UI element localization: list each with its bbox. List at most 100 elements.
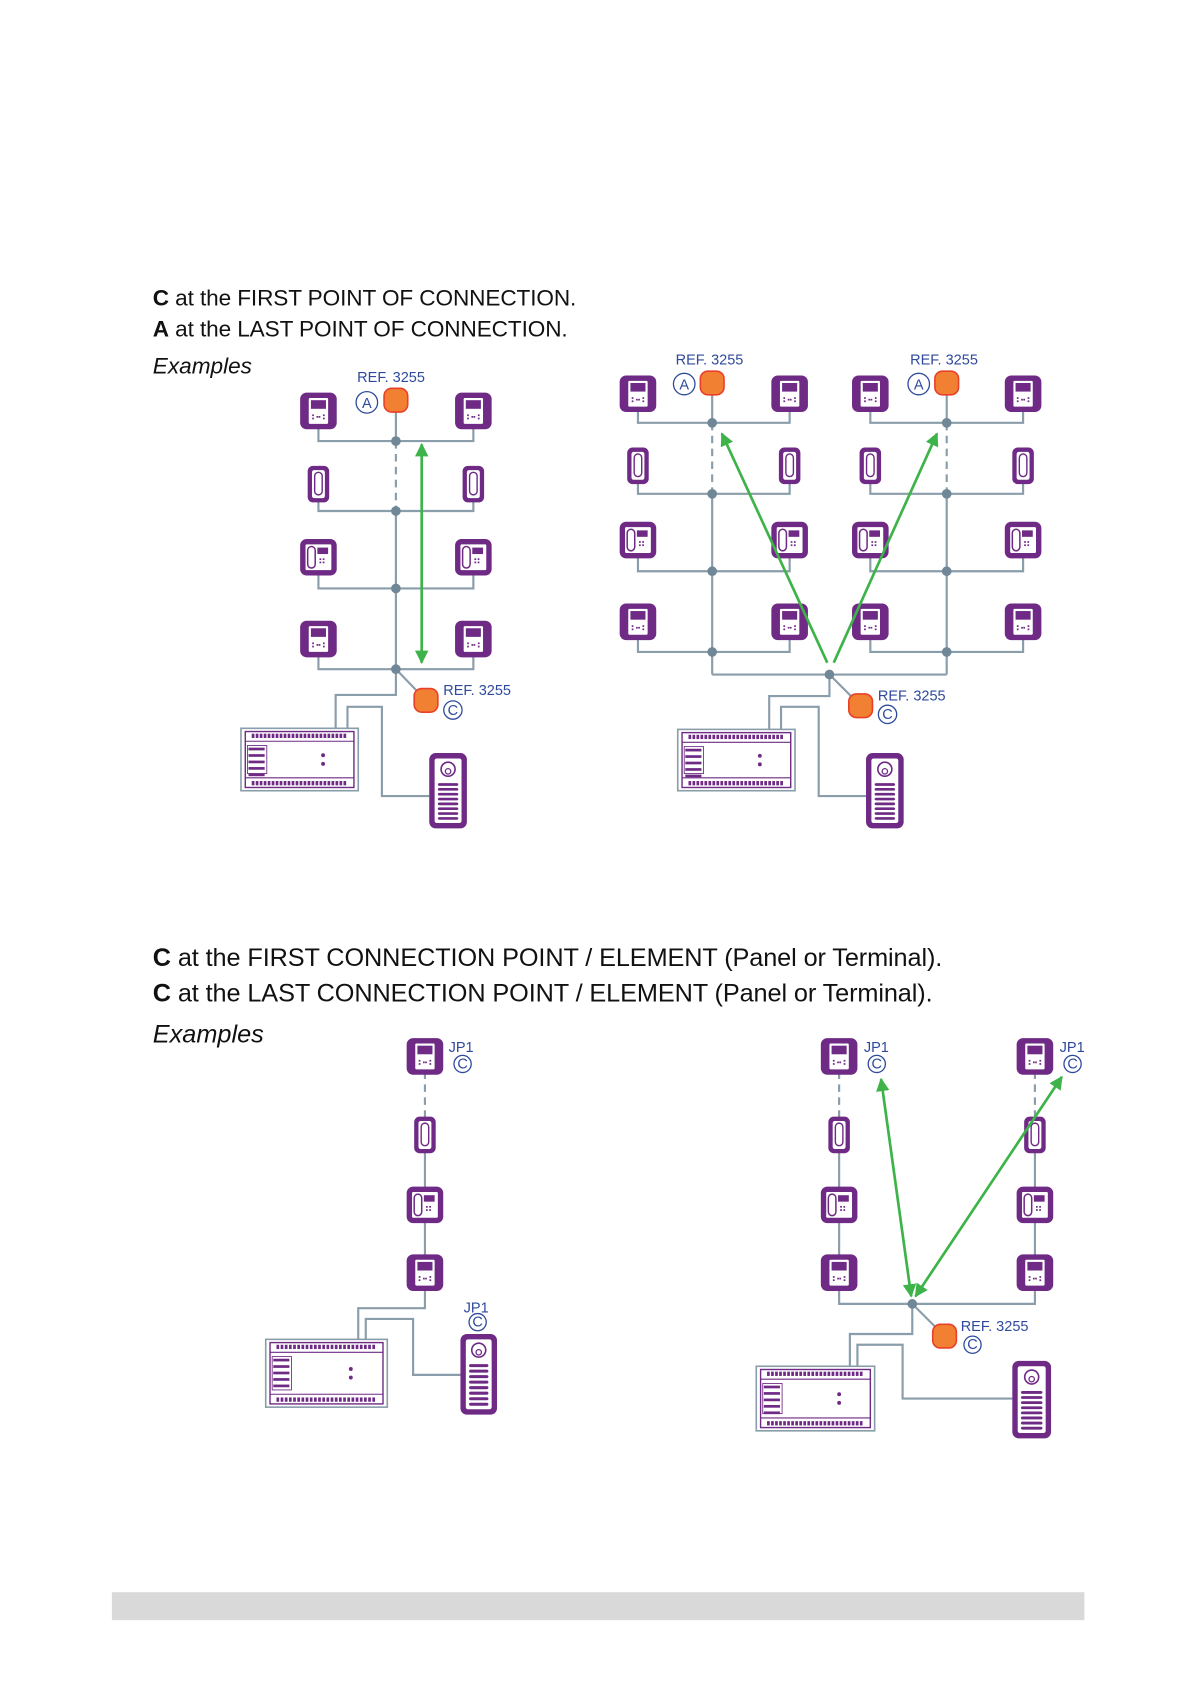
telephone-icon	[1016, 1186, 1054, 1224]
video-monitor-icon	[1016, 1038, 1054, 1075]
jumper-mark-c: C	[448, 703, 458, 719]
junction-node	[391, 664, 401, 674]
end-of-line-resistor	[931, 1323, 958, 1349]
junction-node	[391, 506, 401, 516]
video-monitor-icon	[300, 392, 337, 430]
video-monitor-icon	[1004, 375, 1042, 413]
bus-wire	[334, 669, 397, 729]
video-monitor-icon	[820, 1254, 858, 1291]
handset-icon	[1024, 1116, 1046, 1154]
bus-wire	[838, 1287, 1036, 1305]
jumper-mark-c: C	[872, 1056, 882, 1072]
power-supply-unit-icon	[755, 1365, 876, 1432]
video-monitor-icon	[455, 392, 492, 430]
telephone-icon	[1004, 521, 1042, 559]
power-supply-unit-icon	[264, 1338, 389, 1408]
handset-icon	[462, 465, 485, 503]
junction-node	[941, 488, 952, 499]
jp1-label: JP1	[1060, 1040, 1085, 1056]
examples-heading-2: Examples	[152, 1019, 264, 1048]
bus-wire	[768, 674, 831, 730]
handset-icon	[859, 447, 882, 485]
telephone-icon	[771, 521, 808, 559]
video-monitor-icon	[406, 1038, 444, 1075]
handset-icon	[627, 447, 649, 485]
video-monitor-icon	[619, 375, 657, 413]
jumper-mark-circle	[453, 1054, 472, 1074]
video-monitor-icon	[619, 603, 657, 641]
video-monitor-icon	[406, 1254, 444, 1291]
handset-icon	[414, 1116, 436, 1154]
bus-wire	[848, 1303, 914, 1367]
junction-node	[707, 566, 718, 577]
junction-node	[907, 1299, 918, 1309]
rule-letter: C	[152, 978, 171, 1007]
power-supply-unit-icon	[676, 728, 796, 792]
video-monitor-icon	[820, 1038, 858, 1075]
jumper-mark-c: C	[472, 1315, 482, 1331]
ref-label: REF. 3255	[878, 688, 946, 704]
jumper-mark-circle	[355, 390, 379, 414]
end-of-line-resistor	[699, 370, 725, 396]
handset-icon	[778, 447, 801, 485]
door-panel-icon	[866, 753, 904, 829]
junction-node	[707, 647, 718, 657]
junction-node	[707, 417, 718, 428]
ref-label: REF. 3255	[357, 370, 425, 386]
door-panel-icon	[429, 753, 467, 829]
junction-node	[941, 566, 952, 577]
telephone-icon	[852, 521, 889, 559]
video-monitor-icon	[771, 603, 808, 641]
door-panel-icon	[1012, 1360, 1052, 1439]
rule-text: at the LAST POINT OF CONNECTION.	[168, 317, 568, 343]
rule-text: at the LAST CONNECTION POINT / ELEMENT (…	[170, 978, 933, 1007]
jumper-mark-c: C	[967, 1337, 977, 1353]
junction-node	[391, 583, 401, 594]
ref-label: REF. 3255	[910, 353, 978, 369]
rule-letter: C	[152, 286, 169, 311]
rule-a-last-point: A at the LAST POINT OF CONNECTION.	[153, 317, 568, 343]
jumper-mark-circle	[443, 700, 463, 720]
junction-node	[391, 436, 401, 446]
distance-arrow	[914, 1075, 1063, 1298]
rule-c-first-element: C at the FIRST CONNECTION POINT / ELEMEN…	[152, 943, 943, 972]
video-monitor-icon	[852, 603, 889, 641]
end-of-line-resistor	[847, 693, 874, 719]
power-supply-unit-icon	[240, 727, 360, 792]
telephone-icon	[820, 1186, 858, 1224]
jumper-mark-circle	[877, 704, 898, 725]
bus-wire	[357, 1287, 427, 1340]
examples-heading-1: Examples	[152, 353, 252, 379]
door-panel-icon	[460, 1333, 498, 1415]
end-of-line-resistor	[383, 387, 409, 413]
rule-letter: C	[152, 943, 171, 972]
telephone-icon	[300, 538, 337, 576]
jumper-mark-circle	[672, 372, 696, 396]
end-of-line-resistor	[413, 687, 439, 713]
video-monitor-icon	[300, 620, 337, 658]
jumper-mark-a: A	[679, 378, 689, 394]
video-monitor-icon	[1004, 603, 1042, 641]
handset-icon	[307, 465, 330, 503]
video-monitor-icon	[455, 620, 492, 658]
rule-letter: A	[152, 317, 169, 343]
ref-label: REF. 3255	[961, 1319, 1029, 1335]
jumper-mark-a: A	[362, 396, 372, 412]
rule-c-first-point: C at the FIRST POINT OF CONNECTION.	[152, 286, 577, 312]
junction-node	[941, 647, 952, 657]
telephone-icon	[455, 538, 492, 576]
junction-node	[941, 417, 952, 428]
bus-wire	[779, 705, 867, 798]
ref-label: REF. 3255	[443, 683, 511, 699]
jumper-mark-circle	[963, 1335, 982, 1355]
bus-wire	[346, 705, 430, 798]
jumper-mark-circle	[867, 1054, 887, 1074]
handset-icon	[828, 1116, 850, 1154]
telephone-icon	[619, 521, 657, 559]
ref-label: REF. 3255	[676, 353, 744, 369]
footer-bar	[111, 1592, 1085, 1621]
jp1-label: JP1	[864, 1040, 889, 1056]
jumper-mark-c: C	[1067, 1056, 1077, 1072]
jumper-mark-circle	[1063, 1054, 1082, 1074]
